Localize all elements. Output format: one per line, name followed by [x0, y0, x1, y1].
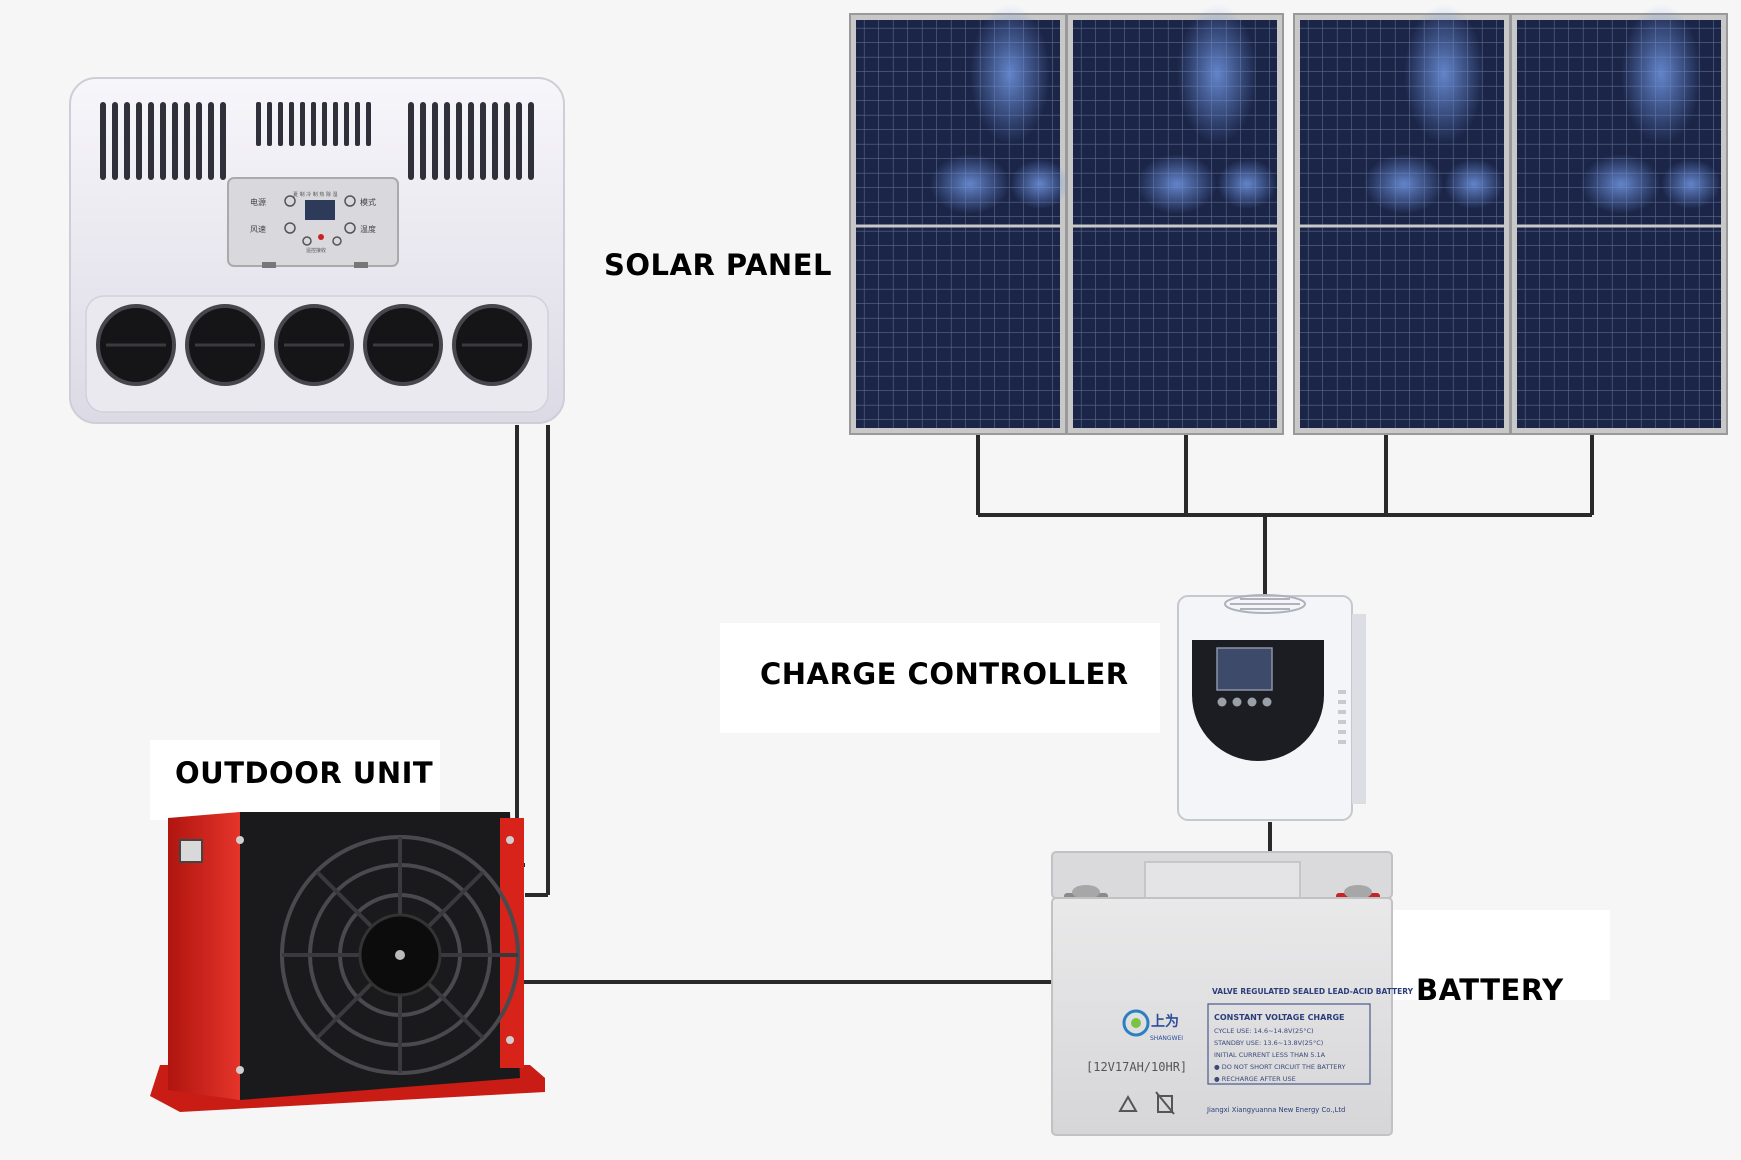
top-vent-left	[100, 102, 226, 180]
outdoor-unit-label: OUTDOOR UNIT	[175, 756, 434, 790]
controller-fan-grille	[1224, 594, 1306, 614]
battery-model: [12V17AH/10HR]	[1086, 1060, 1187, 1074]
battery-line-3: INITIAL CURRENT LESS THAN 5.1A	[1214, 1051, 1326, 1059]
top-vent-right	[408, 102, 534, 180]
solar-panel-3	[1293, 4, 1511, 435]
ac-control-panel: 电源 风速 模式 温度 夏 制 冷 制 热 除 湿 遥控接收	[227, 177, 399, 268]
charge-controller	[1177, 594, 1366, 821]
battery: VALVE REGULATED SEALED LEAD-ACID BATTERY…	[1051, 851, 1414, 1136]
battery-line-1: CYCLE USE: 14.6~14.8V(25°C)	[1214, 1027, 1314, 1035]
ac-panel-bottom-text: 遥控接收	[306, 247, 326, 254]
outdoor-unit	[150, 812, 545, 1112]
battery-logo: 上为 SHANGWEI	[1122, 1009, 1183, 1042]
solar-panel-label: SOLAR PANEL	[604, 248, 832, 282]
battery-line-5: ● RECHARGE AFTER USE	[1214, 1075, 1296, 1083]
recycle-icon	[1118, 1094, 1138, 1112]
battery-line-4: ● DO NOT SHORT CIRCUIT THE BATTERY	[1214, 1063, 1346, 1071]
ac-label-temp: 温度	[360, 224, 376, 234]
ac-label-fan: 风速	[250, 225, 266, 234]
ac-panel-top-text: 夏 制 冷 制 热 除 湿	[293, 191, 338, 198]
no-trash-icon	[1155, 1091, 1175, 1115]
battery-brand-en: SHANGWEI	[1150, 1035, 1183, 1042]
solar-panel-1	[849, 4, 1070, 435]
battery-title: CONSTANT VOLTAGE CHARGE	[1214, 1013, 1345, 1022]
indoor-ac-unit: 电源 风速 模式 温度 夏 制 冷 制 热 除 湿 遥控接收	[69, 77, 565, 424]
wiring	[515, 425, 1594, 984]
solar-panel-4	[1510, 4, 1728, 435]
battery-label: BATTERY	[1416, 973, 1564, 1007]
battery-maker: Jiangxi Xiangyuanna New Energy Co.,Ltd	[1206, 1106, 1345, 1114]
ac-label-power: 电源	[250, 197, 266, 207]
battery-line-2: STANDBY USE: 13.6~13.8V(25°C)	[1214, 1039, 1323, 1047]
ac-label-mode: 模式	[360, 197, 376, 207]
solar-panel-2	[1066, 4, 1284, 435]
charge-controller-label: CHARGE CONTROLLER	[760, 657, 1129, 691]
controller-buttons	[1217, 697, 1272, 707]
top-vent-center	[256, 102, 371, 146]
battery-header: VALVE REGULATED SEALED LEAD-ACID BATTERY	[1212, 987, 1414, 996]
battery-brand-cn: 上为	[1151, 1013, 1179, 1030]
solar-panel-array	[849, 4, 1728, 435]
